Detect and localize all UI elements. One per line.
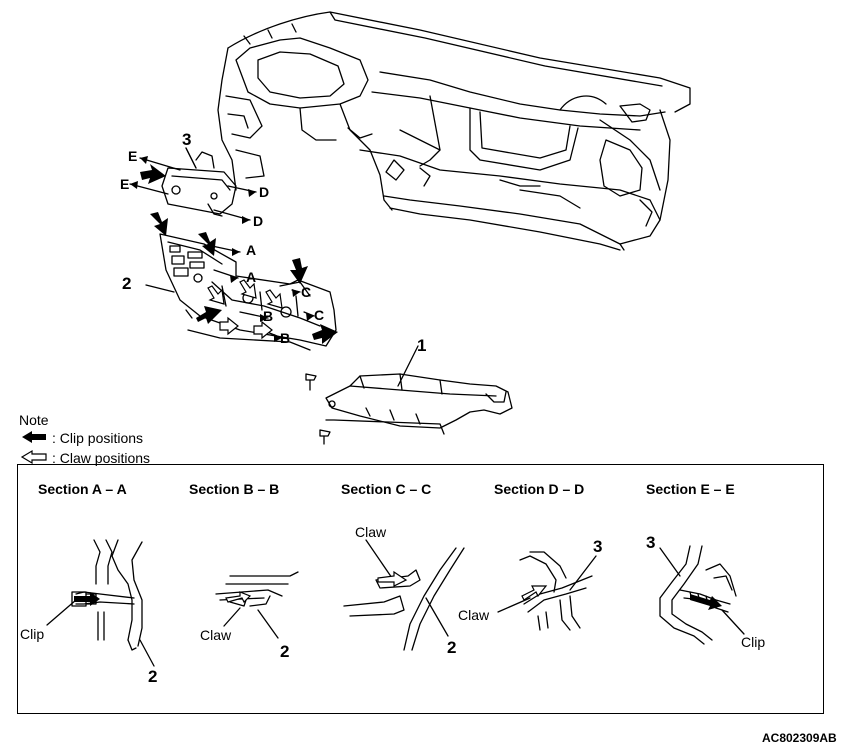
clip-legend-icon: [22, 431, 46, 443]
cut-label-a-1: A: [246, 242, 257, 258]
sections-panel: [17, 464, 824, 714]
clip-legend-text: : Clip positions: [52, 430, 144, 446]
cut-label-d-1: D: [259, 184, 270, 200]
section-c-title: Section C – C: [341, 481, 432, 497]
cut-label-c-2: C: [314, 307, 325, 323]
section-c-drawing: [343, 539, 465, 651]
figure-code: AC802309AB: [762, 731, 837, 745]
section-b-title: Section B – B: [189, 481, 280, 497]
cut-label-c-1: C: [301, 284, 312, 300]
section-e-title: Section E – E: [646, 481, 735, 497]
part-3-bracket-drawing: [161, 147, 237, 217]
section-c-part-label: 2: [447, 638, 457, 657]
cut-label-b-1: B: [263, 308, 274, 324]
cut-label-b-2: B: [280, 330, 291, 346]
section-e-clip-label: Clip: [741, 634, 766, 650]
cut-label-e-1: E: [128, 148, 138, 164]
part-2-cover-drawing: [159, 233, 337, 351]
section-d-drawing: [497, 551, 597, 631]
section-c-claw-label: Claw: [355, 524, 387, 540]
claw-arrows: [207, 279, 283, 340]
callout-3: 3: [182, 130, 192, 149]
instrument-panel-drawing: [217, 11, 691, 251]
clip-arrows: [140, 164, 338, 344]
section-d-part-label: 3: [593, 537, 603, 556]
cut-label-a-2: A: [246, 269, 257, 285]
section-a-title: Section A – A: [38, 481, 127, 497]
cut-label-d-2: D: [253, 213, 264, 229]
section-b-part-label: 2: [280, 642, 290, 661]
section-b-claw-label: Claw: [200, 627, 232, 643]
note-title: Note: [19, 412, 49, 428]
callout-1: 1: [417, 336, 427, 355]
callout-2: 2: [122, 274, 132, 293]
cut-label-e-2: E: [120, 176, 130, 192]
section-a-clip-label: Clip: [20, 626, 45, 642]
claw-legend-icon: [20, 449, 47, 465]
section-a-part-label: 2: [148, 667, 158, 686]
screw-drawing: [305, 373, 331, 445]
claw-legend-text: : Claw positions: [52, 450, 151, 466]
section-d-title: Section D – D: [494, 481, 585, 497]
section-d-claw-label: Claw: [458, 607, 490, 623]
section-e-part-label: 3: [646, 533, 656, 552]
part-1-reinforcement-drawing: [325, 373, 513, 435]
